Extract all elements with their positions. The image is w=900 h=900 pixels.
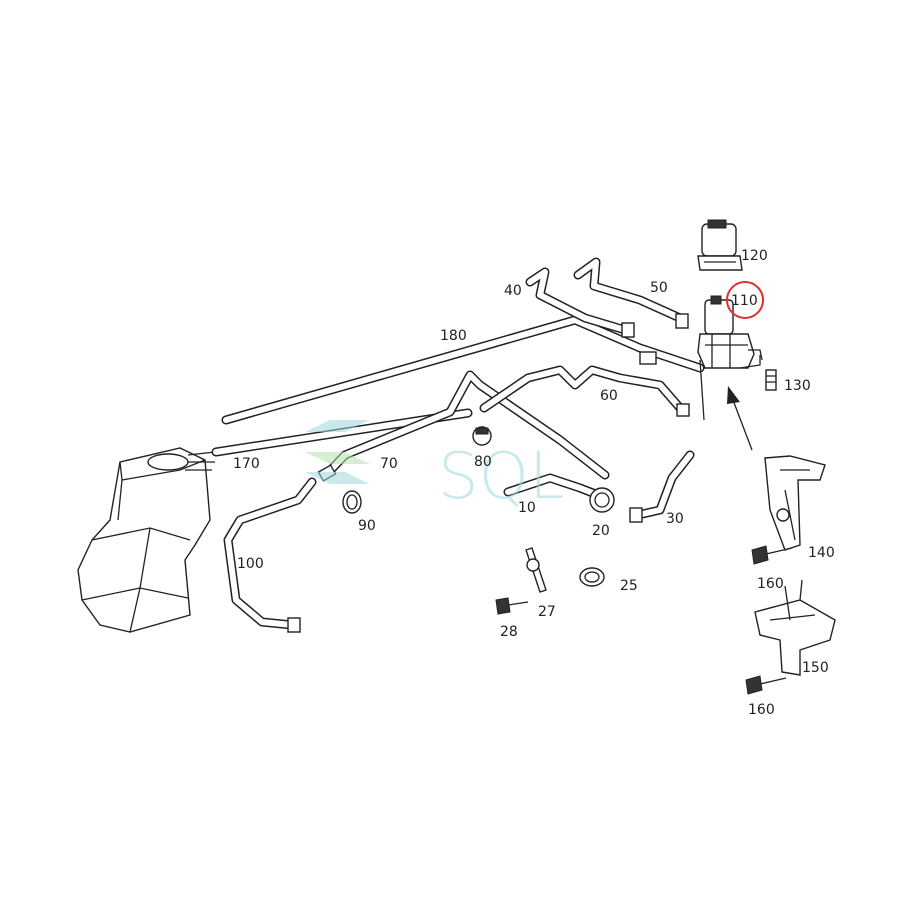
clip-80 (472, 426, 492, 446)
pointer-arrow (727, 386, 753, 451)
callout-25: 25 (620, 578, 638, 594)
hose-50 (573, 257, 689, 329)
callout-28: 28 (500, 624, 518, 640)
callout-10: 10 (518, 500, 536, 516)
callout-50: 50 (650, 280, 668, 296)
hose-30 (629, 450, 695, 523)
callout-120: 120 (741, 248, 768, 264)
bracket-150 (754, 579, 836, 676)
hose-clamp-25 (579, 567, 605, 587)
callout-100: 100 (237, 556, 264, 572)
screw-160-upper (751, 545, 793, 565)
callout-30: 30 (666, 511, 684, 527)
bracket-140 (764, 455, 826, 551)
callout-170: 170 (233, 456, 260, 472)
callout-130: 130 (784, 378, 811, 394)
pump-120 (697, 219, 743, 271)
callout-27: 27 (538, 604, 556, 620)
reservoir-tank (77, 447, 216, 633)
hose-40 (525, 267, 635, 338)
callout-110: 110 (731, 293, 758, 309)
callout-20: 20 (592, 523, 610, 539)
callout-60: 60 (600, 388, 618, 404)
valve-110 (697, 295, 763, 369)
holder-27 (525, 547, 547, 593)
hose-10 (503, 473, 603, 500)
watermark: SQL (305, 420, 565, 514)
fitting-130 (765, 369, 777, 391)
hose-180 (221, 315, 705, 425)
hose-clamp-20 (589, 487, 615, 513)
watermark-text: SQL (438, 440, 565, 514)
callout-90: 90 (358, 518, 376, 534)
hose-connector (639, 351, 657, 365)
leader-line (699, 359, 705, 421)
highlight-circle (726, 281, 764, 319)
hose-60 (479, 365, 690, 417)
hose-100 (223, 477, 317, 633)
callout-160-upper: 160 (757, 576, 784, 592)
callout-80: 80 (474, 454, 492, 470)
callout-160-lower: 160 (748, 702, 775, 718)
callout-40: 40 (504, 283, 522, 299)
screw-28 (495, 597, 529, 615)
screw-160-lower (745, 675, 787, 695)
callout-140: 140 (808, 545, 835, 561)
leader-line (739, 355, 761, 369)
spring-clamp-90 (342, 490, 362, 514)
callout-180: 180 (440, 328, 467, 344)
callout-70: 70 (380, 456, 398, 472)
callout-150: 150 (802, 660, 829, 676)
